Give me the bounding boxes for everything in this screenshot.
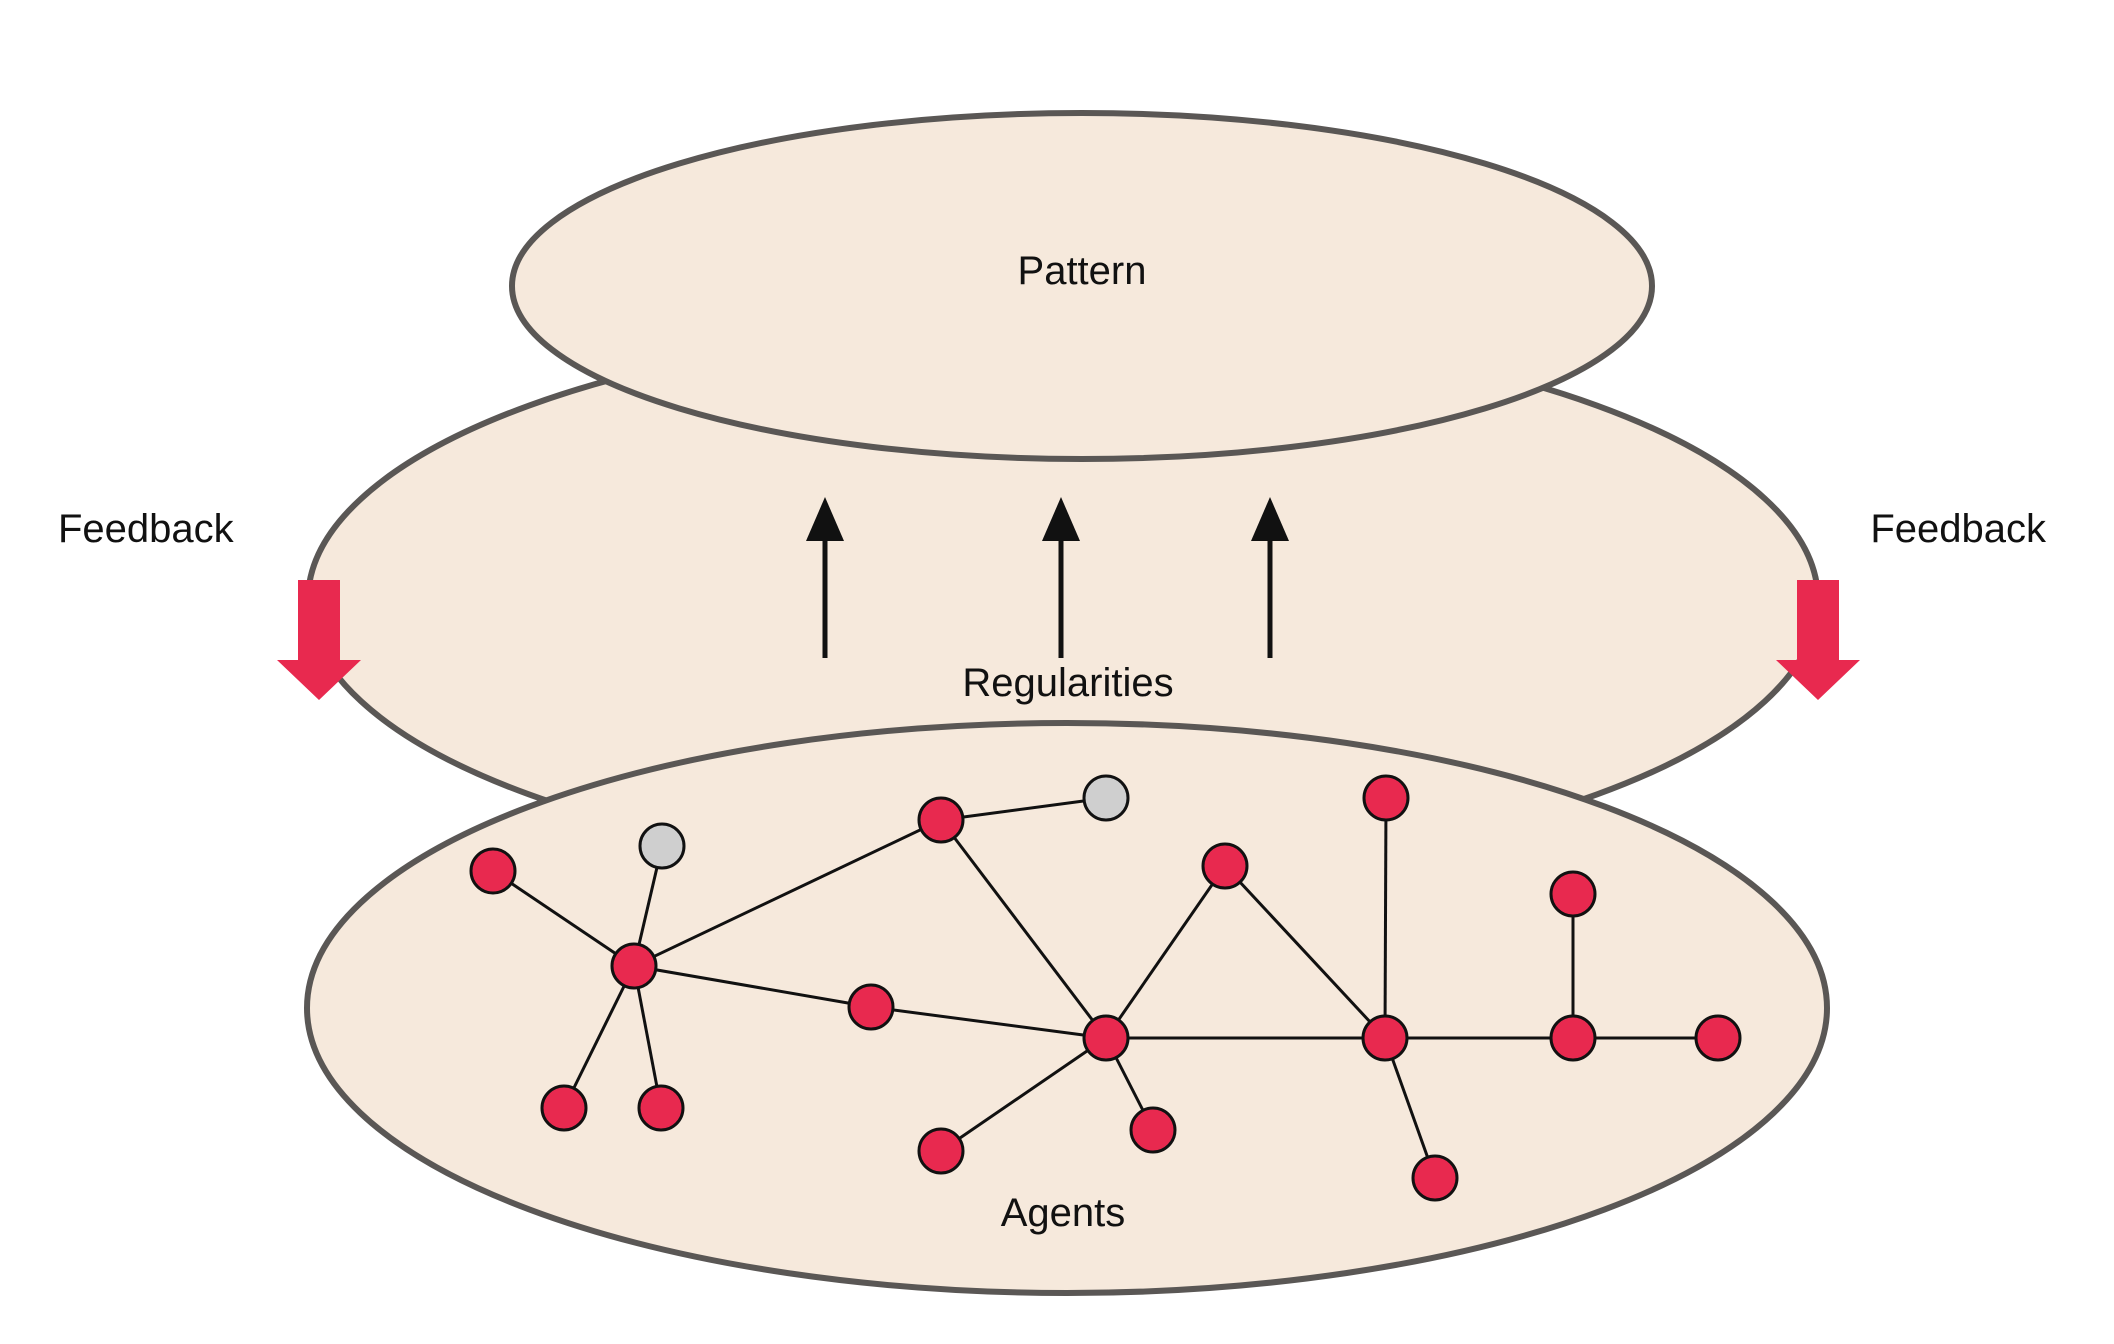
up-arrow-icon [806, 497, 844, 658]
agent-node-active [917, 796, 965, 844]
agent-node-active [847, 983, 895, 1031]
agent-node-inactive [638, 822, 686, 870]
agent-node-active [1361, 1014, 1409, 1062]
network-edge [1223, 864, 1387, 1040]
up-arrow-icon [1251, 497, 1289, 658]
network-edge [1104, 865, 1227, 1039]
agent-node-active [1082, 1014, 1130, 1062]
network-edge [1383, 1037, 1437, 1179]
feedback-arrow-left-icon [277, 580, 361, 700]
agent-node-active [1129, 1106, 1177, 1154]
network-edge [939, 819, 1108, 1039]
network-edge [940, 796, 1107, 822]
agent-node-active [1549, 1014, 1597, 1062]
agent-node-active [1201, 842, 1249, 890]
agent-node-active [1549, 870, 1597, 918]
emergence-arrows [806, 497, 1289, 658]
pattern-label: Pattern [1018, 249, 1147, 293]
feedback-label-left: Feedback [58, 507, 235, 551]
network-edge [562, 965, 636, 1109]
agent-node-active [610, 942, 658, 990]
network-edge [1383, 797, 1388, 1039]
agent-node-active [1694, 1014, 1742, 1062]
agent-node-active [1411, 1154, 1459, 1202]
network-edge [870, 1005, 1107, 1040]
agent-node-active [1362, 774, 1410, 822]
network-edge [632, 965, 663, 1109]
feedback-label-right: Feedback [1870, 507, 2047, 551]
agent-node-active [917, 1127, 965, 1175]
pattern-layer [509, 110, 1655, 462]
agent-node-inactive [1082, 774, 1130, 822]
agent-node-active [637, 1084, 685, 1132]
agent-network-edges [492, 796, 1718, 1179]
agent-node-active [469, 847, 517, 895]
network-edge [940, 1036, 1107, 1153]
agents-layer [304, 720, 1830, 1296]
network-edge [633, 964, 872, 1009]
feedback-arrow-right-icon [1776, 580, 1860, 700]
up-arrow-icon [1042, 497, 1080, 658]
regularities-label: Regularities [962, 661, 1173, 705]
agent-network-nodes [469, 774, 1742, 1202]
agents-label: Agents [1001, 1191, 1126, 1235]
network-edge [492, 869, 635, 968]
agent-node-active [540, 1084, 588, 1132]
network-edge [633, 818, 942, 968]
